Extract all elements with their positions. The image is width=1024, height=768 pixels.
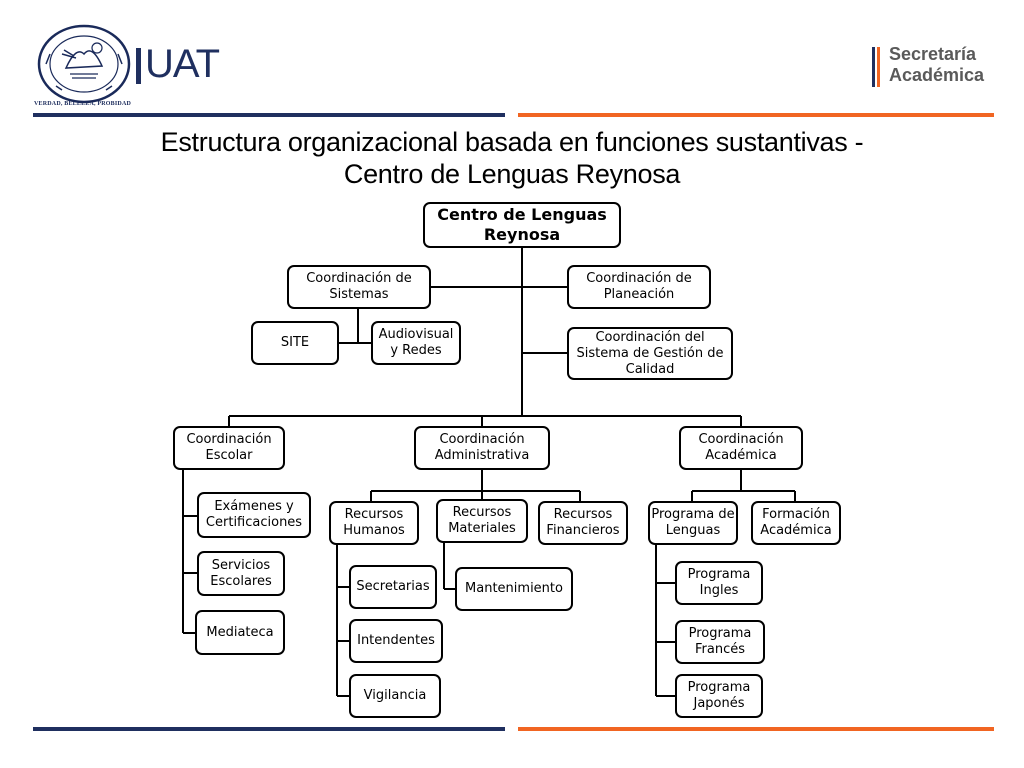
node-coord-academica: Coordinación Académica xyxy=(679,426,803,470)
node-programa-frances: Programa Francés xyxy=(675,620,765,664)
secretaria-line2: Académica xyxy=(889,65,985,85)
node-examenes: Exámenes y Certificaciones xyxy=(197,492,311,538)
university-seal-logo xyxy=(37,24,131,104)
title-line2: Centro de Lenguas Reynosa xyxy=(343,159,681,189)
node-vigilancia: Vigilancia xyxy=(349,674,441,718)
node-coord-administrativa: Coordinación Administrativa xyxy=(414,426,550,470)
university-motto: VERDAD, BELLEZA, PROBIDAD xyxy=(34,101,132,107)
uat-logo-text: UAT xyxy=(145,42,220,86)
secretaria-academica-logo: Secretaría Académica xyxy=(889,44,984,86)
node-intendentes: Intendentes xyxy=(349,619,443,663)
node-recursos-materiales: Recursos Materiales xyxy=(436,499,528,543)
node-coord-planeacion: Coordinación de Planeación xyxy=(567,265,711,309)
node-secretarias: Secretarias xyxy=(349,565,437,609)
page-title: Estructura organizacional basada en func… xyxy=(0,126,1024,190)
node-formacion-academica: Formación Académica xyxy=(751,501,841,545)
node-programa-japones: Programa Japonés xyxy=(675,674,763,718)
uat-logo-bar xyxy=(136,48,141,84)
node-coord-calidad: Coordinación del Sistema de Gestión de C… xyxy=(567,327,733,380)
node-recursos-humanos: Recursos Humanos xyxy=(329,501,419,545)
node-mediateca: Mediateca xyxy=(195,610,285,655)
node-programa-lenguas: Programa de Lenguas xyxy=(648,501,738,545)
header-divider-blue xyxy=(33,113,505,117)
node-centro-lenguas: Centro de Lenguas Reynosa xyxy=(423,202,621,248)
node-programa-ingles: Programa Ingles xyxy=(675,561,763,605)
node-mantenimiento: Mantenimiento xyxy=(455,567,573,611)
title-line1: Estructura organizacional basada en func… xyxy=(160,127,864,157)
footer-divider-orange xyxy=(518,727,994,731)
node-servicios-escolares: Servicios Escolares xyxy=(197,551,285,596)
node-coord-escolar: Coordinación Escolar xyxy=(173,426,285,470)
node-site: SITE xyxy=(251,321,339,365)
secretaria-line1: Secretaría xyxy=(889,44,977,64)
header-divider-orange xyxy=(518,113,994,117)
node-audiovisual: Audiovisual y Redes xyxy=(371,321,461,365)
footer-divider-blue xyxy=(33,727,505,731)
node-recursos-financieros: Recursos Financieros xyxy=(538,501,628,545)
node-coord-sistemas: Coordinación de Sistemas xyxy=(287,265,431,309)
secretaria-logo-bars xyxy=(872,47,880,87)
